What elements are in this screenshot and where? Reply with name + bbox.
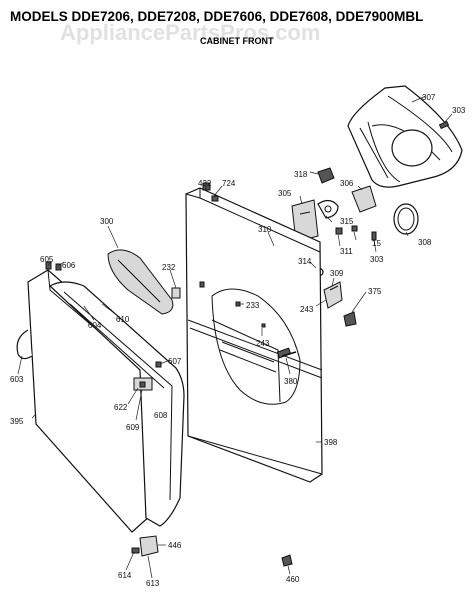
bracket-306 [351, 185, 377, 213]
callout-15: 15 [372, 239, 381, 248]
bulkhead-307 [347, 85, 463, 188]
callout-318: 318 [294, 170, 308, 179]
callout-233: 233 [246, 301, 260, 310]
callout-395: 395 [10, 417, 24, 426]
callout-604: 604 [88, 321, 102, 330]
callout-610: 610 [116, 315, 130, 324]
callout-315: 315 [340, 217, 354, 226]
callout-314: 314 [298, 257, 312, 266]
callout-614: 614 [118, 571, 132, 580]
small-parts [335, 225, 377, 241]
callout-305: 305 [278, 189, 292, 198]
callout-303-top: 303 [452, 106, 466, 115]
callout-310: 310 [258, 225, 272, 234]
callout-609: 609 [126, 423, 140, 432]
callout-300: 300 [100, 217, 114, 226]
callout-605: 605 [40, 255, 54, 264]
bolt-380 [276, 347, 297, 359]
handle-300 [107, 249, 174, 315]
leader-lines [17, 95, 453, 579]
felt-seal-308 [393, 203, 419, 235]
diagram-title: MODELS DDE7206, DDE7208, DDE7606, DDE760… [10, 9, 423, 24]
callout-724: 724 [222, 179, 236, 188]
callout-607: 607 [168, 357, 182, 366]
switch-318 [317, 167, 335, 184]
door-inner-panel-610 [48, 281, 185, 527]
diagram-subtitle: CABINET FRONT [200, 36, 274, 46]
callout-232: 232 [162, 263, 176, 272]
callout-608: 608 [154, 411, 168, 420]
callout-307: 307 [422, 93, 436, 102]
callout-606: 606 [62, 261, 76, 270]
callout-243-right: 243 [300, 305, 314, 314]
callout-243-left: 243 [256, 339, 270, 348]
door-handle-603 [16, 329, 33, 360]
cam-315 [317, 199, 339, 219]
callout-311: 311 [340, 247, 353, 256]
callout-432: 432 [198, 179, 212, 188]
callout-603: 603 [10, 375, 24, 384]
screw-303-top [438, 120, 450, 130]
watermark-text: AppliancePartsPros.com [60, 20, 320, 45]
callout-446: 446 [168, 541, 182, 550]
screw-607 [155, 361, 162, 368]
callout-308: 308 [418, 238, 432, 247]
cabinet-front-panel-398 [185, 182, 323, 483]
callout-380: 380 [284, 377, 298, 386]
callout-306: 306 [340, 179, 354, 188]
callout-460: 460 [286, 575, 300, 584]
callout-309: 309 [330, 269, 344, 278]
callout-labels: 307 303 318 306 432 724 305 315 308 300 … [10, 93, 466, 588]
glide-232 [171, 287, 181, 299]
callout-398: 398 [324, 438, 338, 447]
hinge-446-613 [131, 535, 159, 557]
hinge-622-609 [133, 377, 153, 391]
callout-613: 613 [146, 579, 160, 588]
door-switch-309 [323, 281, 343, 309]
screw-460 [281, 554, 293, 567]
callout-303-mid: 303 [370, 255, 384, 264]
callout-375: 375 [368, 287, 382, 296]
clip-375 [343, 311, 357, 327]
callout-622: 622 [114, 403, 128, 412]
